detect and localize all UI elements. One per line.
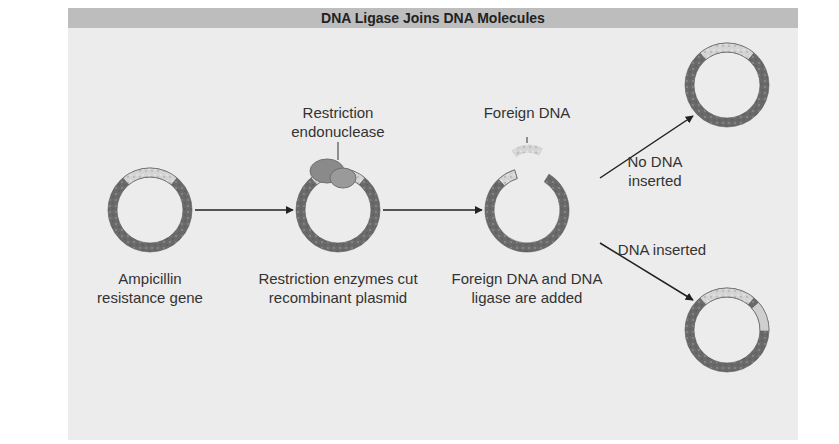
plasmid-ring: [108, 168, 192, 252]
diagram-title: DNA Ligase Joins DNA Molecules: [68, 8, 798, 28]
step-caption: Foreign DNA and DNA ligase are added: [445, 269, 610, 307]
callout-label: DNA inserted: [612, 240, 712, 259]
plasmid-ring: [685, 43, 769, 127]
plasmid-node: Foreign DNA and DNA ligase are added: [482, 165, 572, 255]
dna-fragment: [514, 148, 541, 154]
plasmid-node: Restriction enzymes cut recombinant plas…: [293, 165, 383, 255]
callout-label: No DNA inserted: [612, 152, 698, 190]
callout-label: Foreign DNA: [477, 103, 577, 122]
step-caption: Restriction enzymes cut recombinant plas…: [256, 269, 421, 307]
plasmid-segment: [700, 43, 754, 60]
plasmid-ring: [485, 170, 569, 252]
plasmid-node: Ampicillin resistance gene: [105, 165, 195, 255]
enzyme-shape: [330, 168, 356, 188]
plasmid-ring: [685, 288, 769, 372]
plasmid-segment: [752, 302, 769, 331]
plasmid-segment: [108, 168, 192, 252]
plasmid-segment: [485, 170, 569, 252]
leader-line: [338, 142, 339, 160]
plasmid-segment: [685, 288, 769, 372]
plasmid-segment: [498, 170, 517, 186]
plasmid-segment: [700, 288, 754, 305]
plasmid-segment: [685, 43, 769, 127]
process-arrow: [383, 209, 482, 211]
plasmid-ring: [296, 168, 380, 252]
process-arrow: [195, 209, 293, 211]
callout-label: Restriction endonuclease: [268, 103, 408, 141]
plasmid-segment: [296, 168, 380, 252]
leader-line: [527, 137, 528, 143]
step-caption: Ampicillin resistance gene: [90, 269, 210, 307]
plasmid-segment: [123, 168, 177, 185]
